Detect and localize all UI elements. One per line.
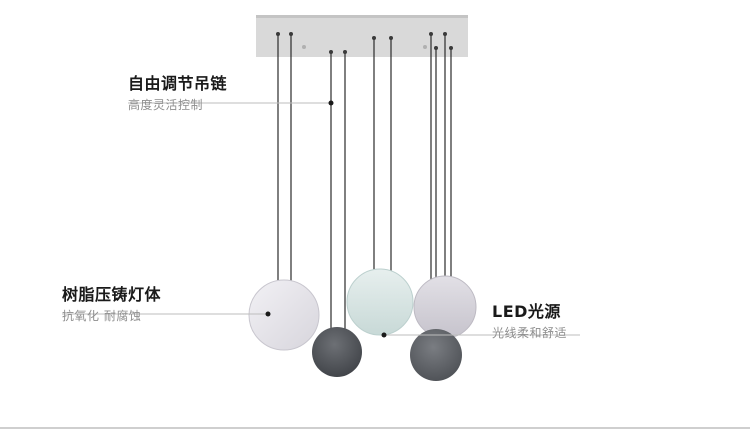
callout-markers xyxy=(265,100,387,338)
callout-led-source: LED光源 光线柔和舒适 xyxy=(492,302,567,342)
marker-body xyxy=(265,311,271,317)
globe-dark-left xyxy=(312,327,362,377)
globe-lavender xyxy=(413,275,477,339)
callout-title: 树脂压铸灯体 xyxy=(62,285,162,304)
callout-leader-lines xyxy=(62,102,580,336)
globe-white xyxy=(248,279,320,351)
callout-title: 自由调节吊链 xyxy=(128,74,228,93)
cable-anchors xyxy=(276,32,453,54)
bottom-divider xyxy=(0,427,750,429)
callout-lamp-body: 树脂压铸灯体 抗氧化 耐腐蚀 xyxy=(62,285,161,325)
marker-chain xyxy=(328,100,334,106)
marker-led xyxy=(381,332,387,338)
callout-subtitle: 光线柔和舒适 xyxy=(492,326,568,340)
canopy-screws xyxy=(302,45,427,49)
callout-subtitle: 抗氧化 耐腐蚀 xyxy=(62,309,142,323)
globe-dark-right xyxy=(410,329,462,381)
callout-adjustable-chain: 自由调节吊链 高度灵活控制 xyxy=(128,74,227,114)
canopy-edge xyxy=(256,15,468,18)
callout-subtitle: 高度灵活控制 xyxy=(128,98,204,112)
callout-title: LED光源 xyxy=(492,302,561,321)
globe-mint xyxy=(346,268,414,336)
